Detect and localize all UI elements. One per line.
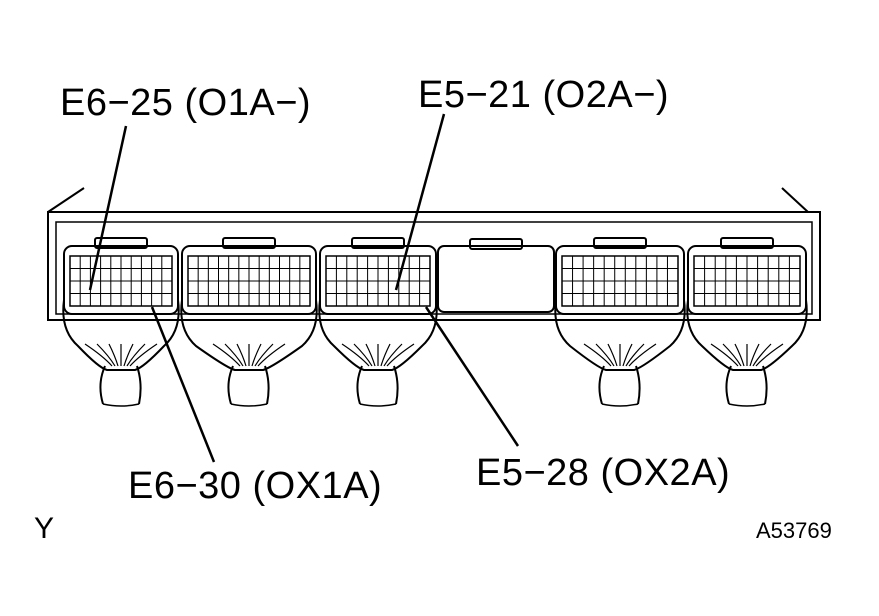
leader-e6-25 [88, 125, 128, 291]
figure-id: A53769 [756, 518, 832, 543]
connector-2 [180, 237, 318, 407]
connector-e6 [62, 237, 180, 407]
label-e6-30: E6−30 (OX1A) [128, 465, 383, 507]
connector-4 [554, 237, 686, 407]
label-e6-25: E6−25 (O1A−) [60, 82, 312, 124]
leader-lines [88, 113, 520, 463]
connectors [62, 237, 808, 407]
corner-letter: Y [34, 512, 55, 545]
blank-connector-socket [437, 238, 555, 313]
label-e5-21: E5−21 (O2A−) [418, 74, 670, 116]
connector-e5 [318, 237, 438, 407]
leader-e5-28 [424, 306, 520, 447]
leader-e6-30 [150, 306, 216, 463]
connector-5 [686, 237, 808, 407]
leader-e5-21 [394, 113, 446, 291]
label-e5-28: E5−28 (OX2A) [476, 452, 731, 494]
